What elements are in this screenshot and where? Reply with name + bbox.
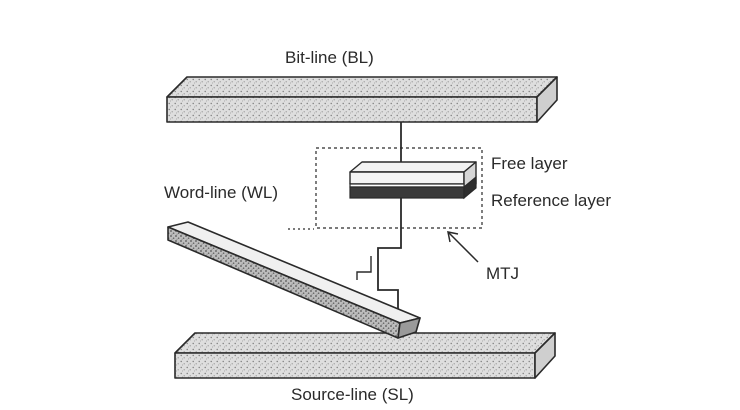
source-line-bar (174, 332, 556, 379)
free-layer-label: Free layer (491, 154, 568, 173)
mtj-label: MTJ (486, 264, 519, 283)
bit-line-bar (166, 76, 558, 123)
source-line-label: Source-line (SL) (291, 385, 414, 404)
reference-layer-block (349, 175, 477, 200)
mtj-boundary (315, 147, 483, 229)
word-line-label: Word-line (WL) (164, 183, 278, 202)
reference-layer-label: Reference layer (491, 191, 611, 210)
mtj-to-transistor-wire (377, 198, 402, 345)
transistor-gate-wire (356, 256, 372, 280)
word-line-bar (167, 221, 421, 339)
free-layer-block (349, 161, 477, 195)
mtj-pointer-arrow (447, 231, 479, 263)
bit-line-label: Bit-line (BL) (285, 48, 374, 67)
